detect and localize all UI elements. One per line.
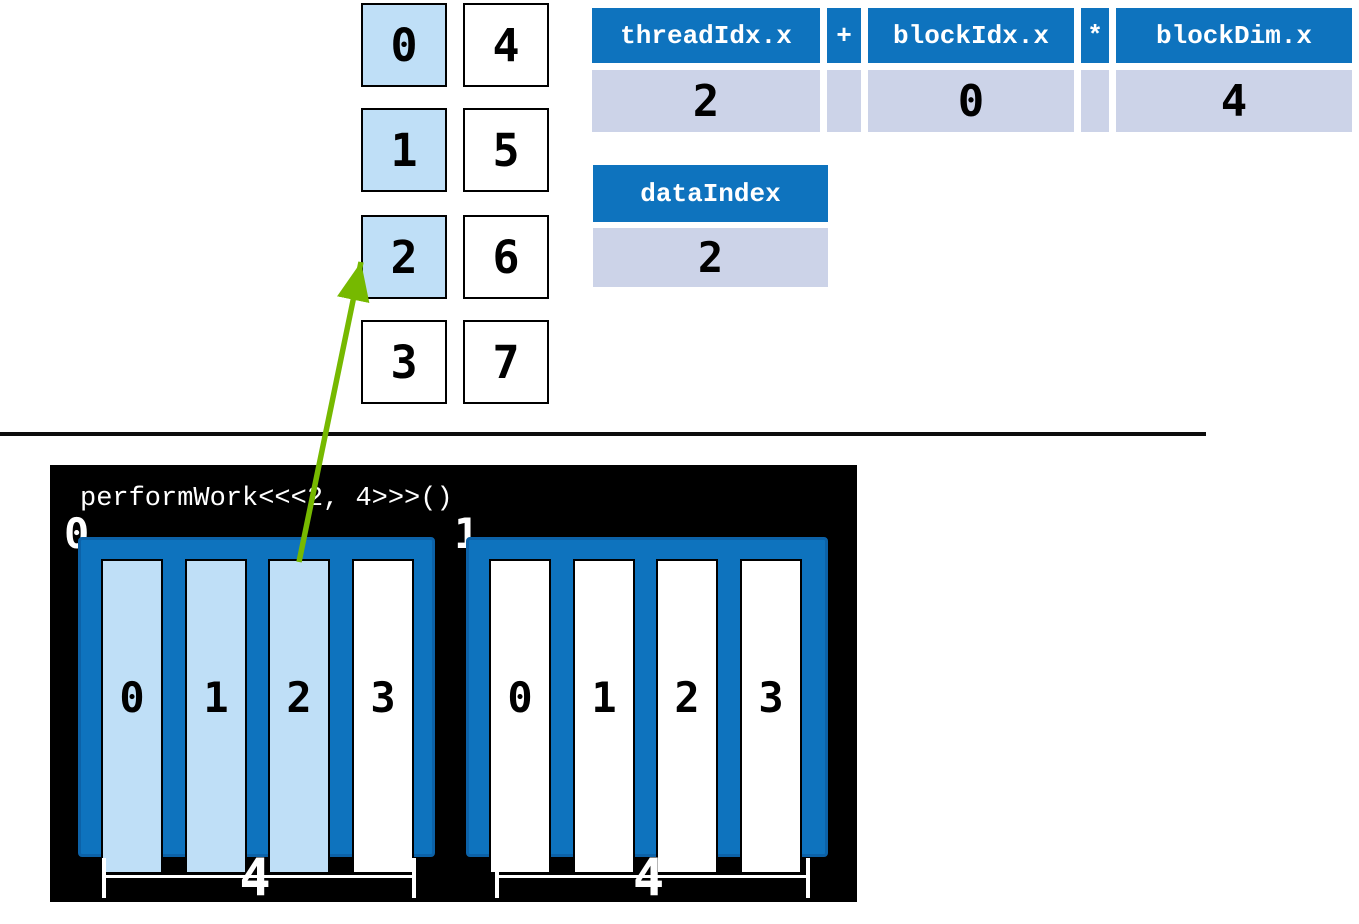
- data-index-header: dataIndex: [593, 165, 828, 222]
- block-0-dimension-label: 4: [239, 848, 271, 908]
- data-cell-3: 3: [361, 320, 447, 404]
- data-cell-5: 5: [463, 108, 549, 192]
- section-divider-line: [0, 432, 1206, 436]
- block0-thread-3: 3: [352, 559, 414, 874]
- formula-header-blockdim: blockDim.x: [1116, 8, 1352, 63]
- formula-header-times-operator: *: [1081, 8, 1109, 63]
- block1-thread-1: 1: [573, 559, 635, 874]
- formula-col-blockidx: blockIdx.x 0: [868, 8, 1074, 132]
- kernel-launch-panel: performWork<<<2, 4>>>() 0 1 0 1 2 3 0 1 …: [50, 465, 857, 908]
- block-1-dimension-label: 4: [632, 848, 665, 908]
- data-index-table: dataIndex 2: [593, 165, 828, 287]
- formula-col-blockdim: blockDim.x 4: [1116, 8, 1352, 132]
- block-0-dimension-bracket: [102, 858, 416, 898]
- data-cell-7: 7: [463, 320, 549, 404]
- block1-thread-0: 0: [489, 559, 551, 874]
- formula-value-times-empty: [1081, 70, 1109, 132]
- formula-header-plus-operator: +: [827, 8, 861, 63]
- block-1-dimension-bracket: [495, 858, 810, 898]
- data-index-value: 2: [593, 228, 828, 287]
- formula-value-plus-empty: [827, 70, 861, 132]
- block0-thread-0: 0: [101, 559, 163, 874]
- thread-block-1: 0 1 2 3: [466, 537, 828, 874]
- formula-header-threadidx: threadIdx.x: [592, 8, 820, 63]
- formula-col-times: *: [1081, 8, 1109, 132]
- data-cell-4: 4: [463, 3, 549, 87]
- index-formula-table: threadIdx.x 2 + blockIdx.x 0 * blockDim.…: [592, 8, 1352, 132]
- formula-value-threadidx: 2: [592, 70, 820, 132]
- data-cell-6: 6: [463, 215, 549, 299]
- kernel-launch-code: performWork<<<2, 4>>>(): [80, 484, 453, 514]
- thread-block-0: 0 1 2 3: [78, 537, 435, 874]
- data-cell-2: 2: [361, 215, 447, 299]
- block1-thread-3: 3: [740, 559, 802, 874]
- formula-value-blockdim: 4: [1116, 70, 1352, 132]
- data-cell-1: 1: [361, 108, 447, 192]
- formula-col-plus: +: [827, 8, 861, 132]
- block0-thread-2: 2: [268, 559, 330, 874]
- formula-header-blockidx: blockIdx.x: [868, 8, 1074, 63]
- block1-thread-2: 2: [656, 559, 718, 874]
- formula-value-blockidx: 0: [868, 70, 1074, 132]
- data-cell-0: 0: [361, 3, 447, 87]
- formula-col-threadidx: threadIdx.x 2: [592, 8, 820, 132]
- block0-thread-1: 1: [185, 559, 247, 874]
